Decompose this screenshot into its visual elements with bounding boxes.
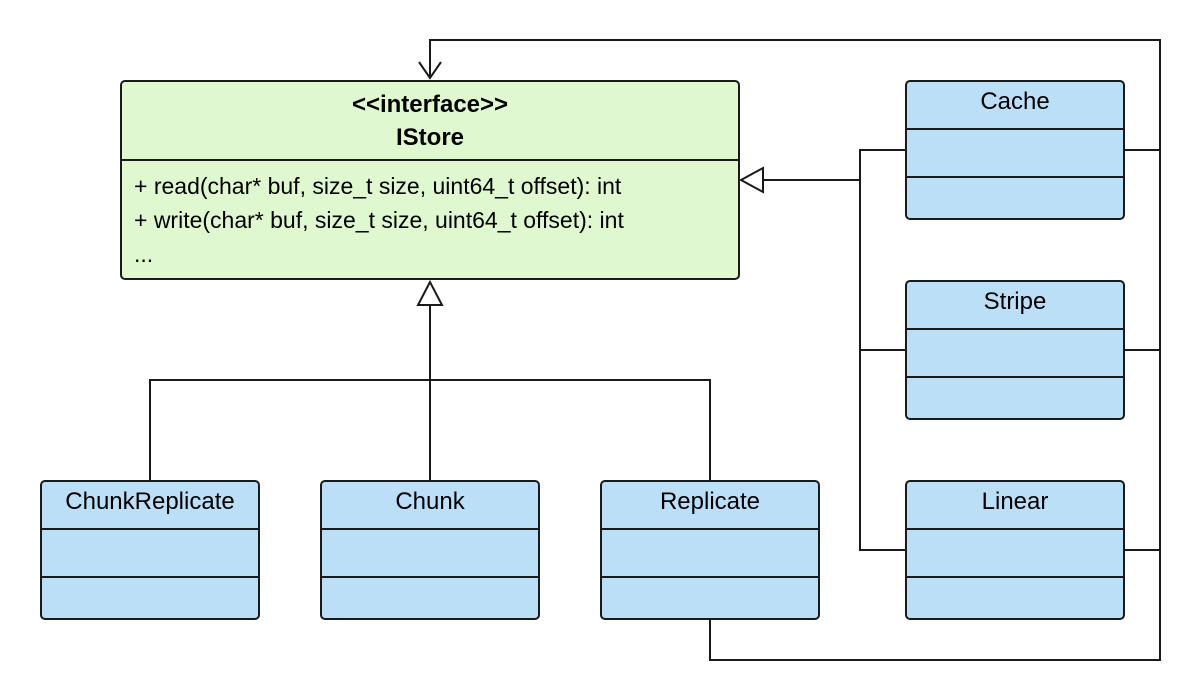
istore-interface-box: <<interface>> IStore + read(char* buf, s… [120,80,740,280]
method-ellipsis: ... [134,241,154,267]
class-operations [907,378,1123,418]
class-operations [322,578,538,618]
association-line [429,39,1161,661]
class-operations [602,578,818,618]
class-operations [42,578,258,618]
class-stripe: Stripe [905,280,1125,420]
inheritance-arrowhead-right [738,166,764,194]
association-arrowhead [418,61,442,80]
class-replicate: Replicate [600,480,820,620]
class-attributes [42,530,258,578]
class-attributes [322,530,538,578]
class-attributes [907,330,1123,378]
class-linear: Linear [905,480,1125,620]
interface-stereotype: <<interface>> [351,91,509,118]
method-write: + write(char* buf, size_t size, uint64_t… [134,207,624,233]
class-name: Replicate [602,482,818,530]
class-operations [907,578,1123,618]
class-name: Chunk [322,482,538,530]
inheritance-arrowhead-bottom [416,279,444,306]
interface-methods: + read(char* buf, size_t size, uint64_t … [122,161,738,278]
class-attributes [602,530,818,578]
inheritance-line-bottom [149,305,711,480]
class-attributes [907,130,1123,178]
class-name: Cache [907,82,1123,130]
inheritance-line-right [763,149,905,551]
method-read: + read(char* buf, size_t size, uint64_t … [134,173,622,199]
class-chunk: Chunk [320,480,540,620]
class-name: Stripe [907,282,1123,330]
class-name: ChunkReplicate [42,482,258,530]
class-attributes [907,530,1123,578]
class-name: Linear [907,482,1123,530]
interface-name: IStore [395,124,464,151]
interface-header: <<interface>> IStore [122,82,738,161]
class-chunk-replicate: ChunkReplicate [40,480,260,620]
class-operations [907,178,1123,218]
class-cache: Cache [905,80,1125,220]
